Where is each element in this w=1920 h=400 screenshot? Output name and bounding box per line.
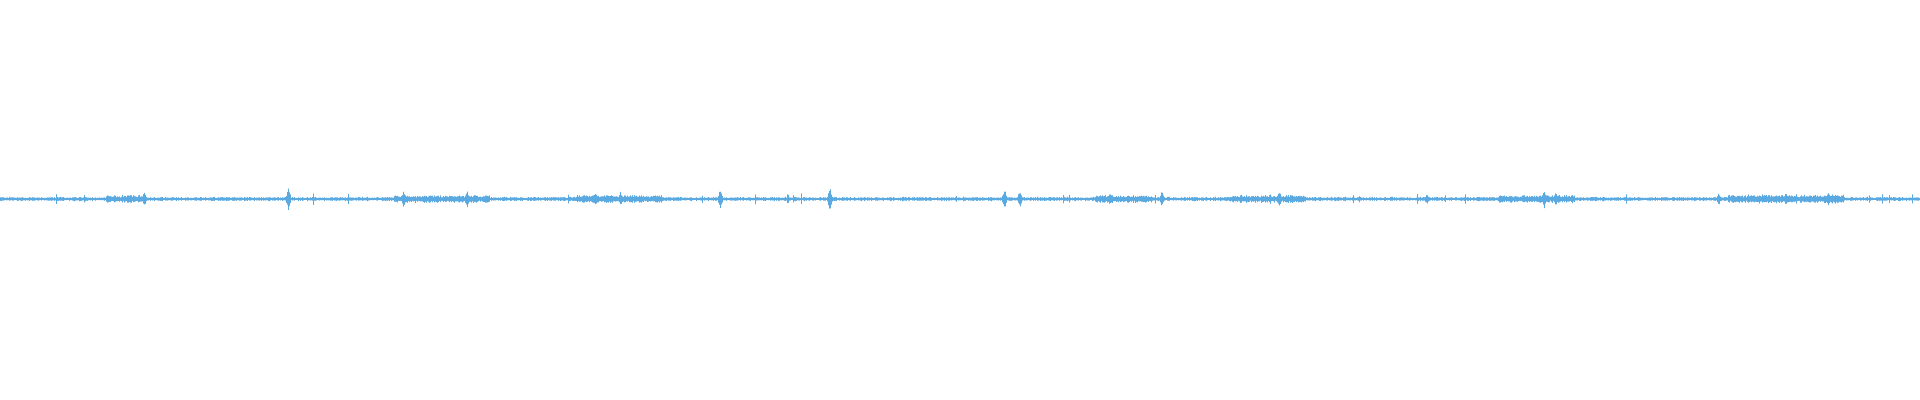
waveform-envelope — [0, 188, 1920, 210]
